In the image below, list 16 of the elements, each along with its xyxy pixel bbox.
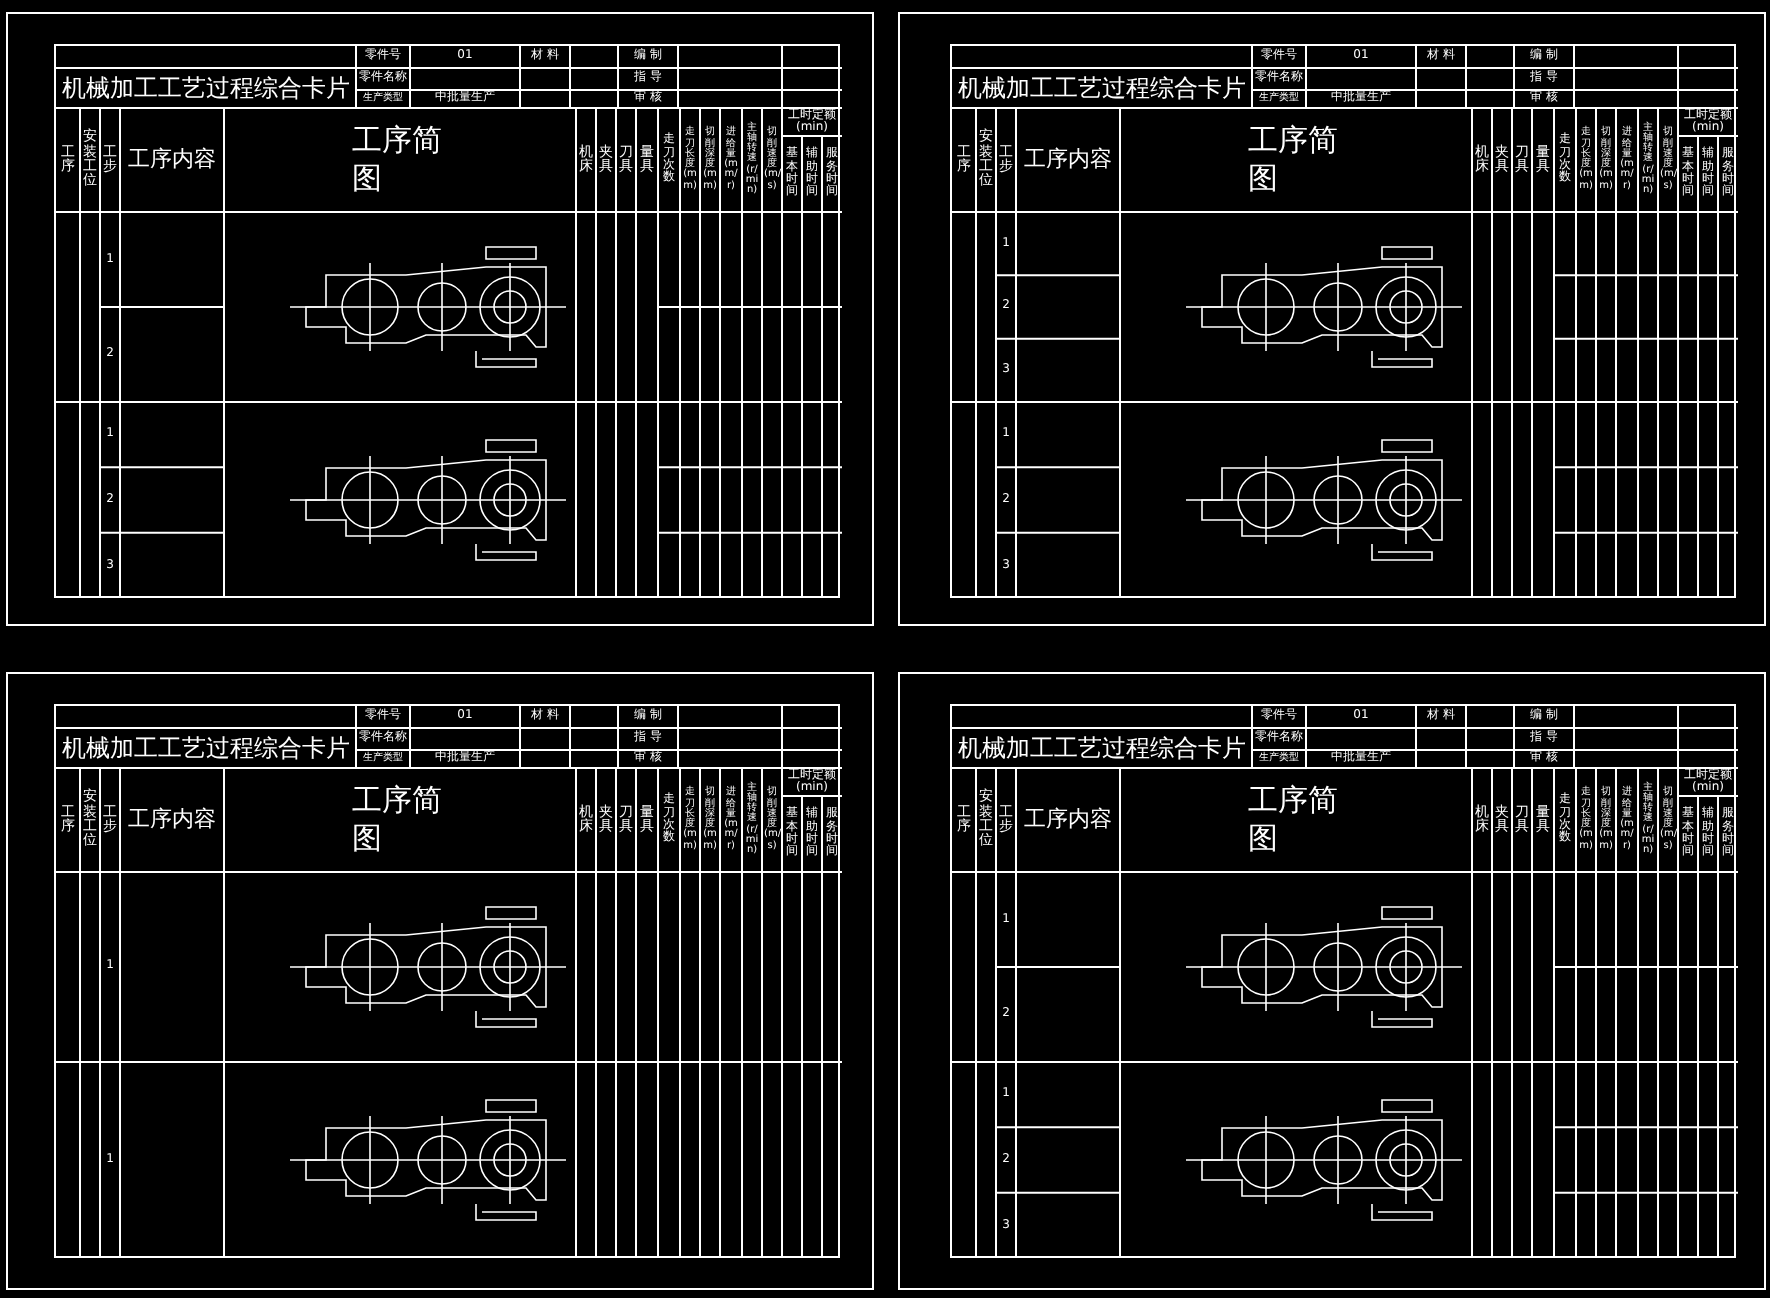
card-title: 机械加工工艺过程综合卡片 xyxy=(958,735,1246,761)
column-header: 工序简图 xyxy=(352,122,444,198)
process-card xyxy=(950,44,1736,598)
process-card xyxy=(54,704,840,1258)
column-header: 工序简图 xyxy=(352,782,444,858)
column-header: 工序内容 xyxy=(1024,808,1112,832)
card-title: 机械加工工艺过程综合卡片 xyxy=(62,75,350,101)
column-header: 工序内容 xyxy=(128,808,216,832)
column-header: 工序简图 xyxy=(1248,122,1340,198)
card-title: 机械加工工艺过程综合卡片 xyxy=(958,75,1246,101)
process-card xyxy=(950,704,1736,1258)
column-header: 工序内容 xyxy=(1024,148,1112,172)
column-header: 工序内容 xyxy=(128,148,216,172)
process-card xyxy=(54,44,840,598)
card-title: 机械加工工艺过程综合卡片 xyxy=(62,735,350,761)
column-header: 工序简图 xyxy=(1248,782,1340,858)
